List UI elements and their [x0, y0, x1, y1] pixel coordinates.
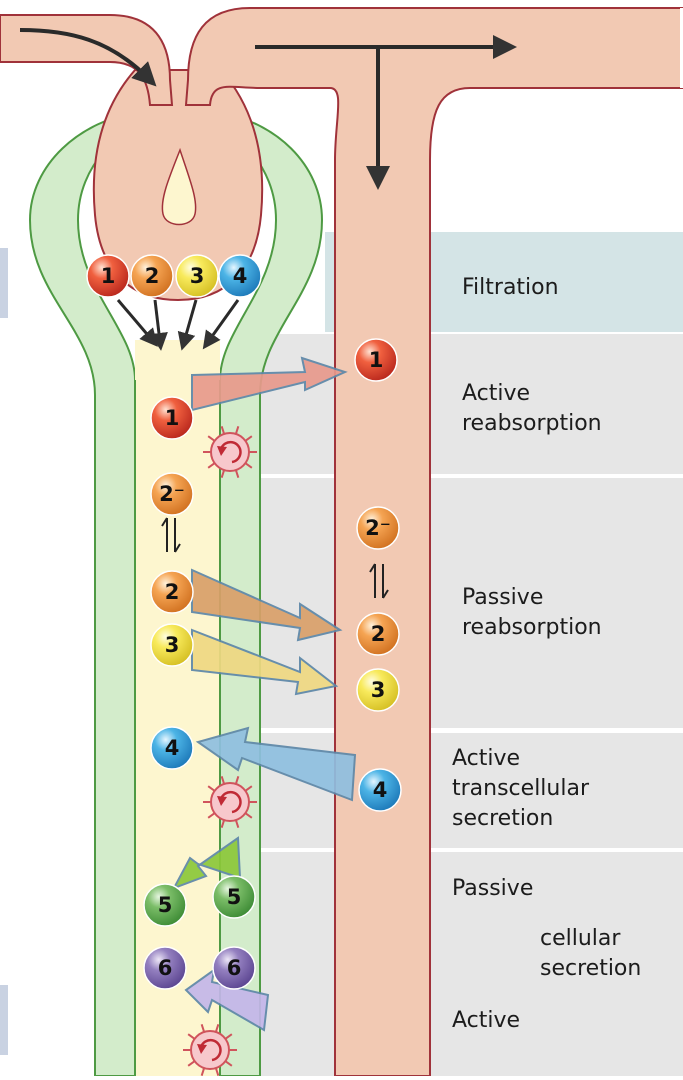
- substance-2-ball-lumen: 2: [151, 571, 193, 613]
- substance-2-ball-lumen-label: 2: [165, 580, 180, 604]
- substance-4-ball-capillary-label: 4: [373, 778, 388, 802]
- substance-4-ball-lumen: 4: [151, 727, 193, 769]
- substance-4-ball-filtration-label: 4: [233, 264, 248, 288]
- substance-2-ball-capillary-label: 2: [371, 622, 386, 646]
- label-cellular-secretion-1: cellular: [540, 926, 621, 951]
- label-active-reabsorption-2: reabsorption: [462, 411, 602, 436]
- filtration-arrow-2: [155, 300, 160, 342]
- substance-3-ball-capillary: 3: [357, 669, 399, 711]
- filtration-arrow-1: [118, 300, 152, 340]
- substance-5-ball-lumen-label: 5: [158, 893, 173, 917]
- substance-1-ball-lumen-label: 1: [165, 406, 180, 430]
- substance-2-ball-filtration: 2: [131, 255, 173, 297]
- substance-2-ball-capillary: 2: [357, 613, 399, 655]
- substance-5-ball-lumen: 5: [144, 884, 186, 926]
- label-passive-cellular: Passive: [452, 876, 533, 901]
- substance-1-ball-capillary: 1: [355, 339, 397, 381]
- substance-1-ball-filtration: 1: [87, 255, 129, 297]
- substance-2-ion-ball-capillary: 2⁻: [357, 507, 399, 549]
- substance-5-ball-cell-label: 5: [227, 885, 242, 909]
- edge-mark-bottom: [0, 985, 8, 1055]
- substance-3-ball-filtration-label: 3: [190, 264, 205, 288]
- substance-1-ball-capillary-label: 1: [369, 348, 384, 372]
- label-active-reabsorption-1: Active: [462, 381, 530, 406]
- substance-1-ball-lumen: 1: [151, 397, 193, 439]
- substance-3-ball-lumen: 3: [151, 624, 193, 666]
- substance-6-ball-lumen-label: 6: [158, 956, 173, 980]
- label-filtration: Filtration: [462, 275, 559, 300]
- substance-1-ball-filtration-label: 1: [101, 264, 116, 288]
- substance-5-ball-cell: 5: [213, 876, 255, 918]
- label-passive-reabsorption-1: Passive: [462, 585, 543, 610]
- label-active-bottom: Active: [452, 1008, 520, 1033]
- substance-6-ball-cell-label: 6: [227, 956, 242, 980]
- label-passive-reabsorption-2: reabsorption: [462, 615, 602, 640]
- substance-6-ball-cell: 6: [213, 947, 255, 989]
- substance-4-ball-capillary: 4: [359, 769, 401, 811]
- substance-2-ion-ball-lumen-label: 2⁻: [159, 482, 185, 506]
- substance-4-ball-filtration: 4: [219, 255, 261, 297]
- substance-3-ball-filtration: 3: [176, 255, 218, 297]
- substance-4-ball-lumen-label: 4: [165, 736, 180, 760]
- substance-2-ion-ball-capillary-label: 2⁻: [365, 516, 391, 540]
- substance-3-ball-lumen-label: 3: [165, 633, 180, 657]
- label-cellular-secretion-2: secretion: [540, 956, 641, 981]
- substance-2-ball-filtration-label: 2: [145, 264, 160, 288]
- substance-3-ball-capillary-label: 3: [371, 678, 386, 702]
- substance-2-ion-ball-lumen: 2⁻: [151, 473, 193, 515]
- label-active-secretion-1: Active: [452, 746, 520, 771]
- filtration-arrow-3: [184, 300, 196, 342]
- label-active-secretion-2: transcellular: [452, 776, 590, 801]
- label-active-secretion-3: secretion: [452, 806, 553, 831]
- substance-6-ball-lumen: 6: [144, 947, 186, 989]
- edge-mark-top: [0, 248, 8, 318]
